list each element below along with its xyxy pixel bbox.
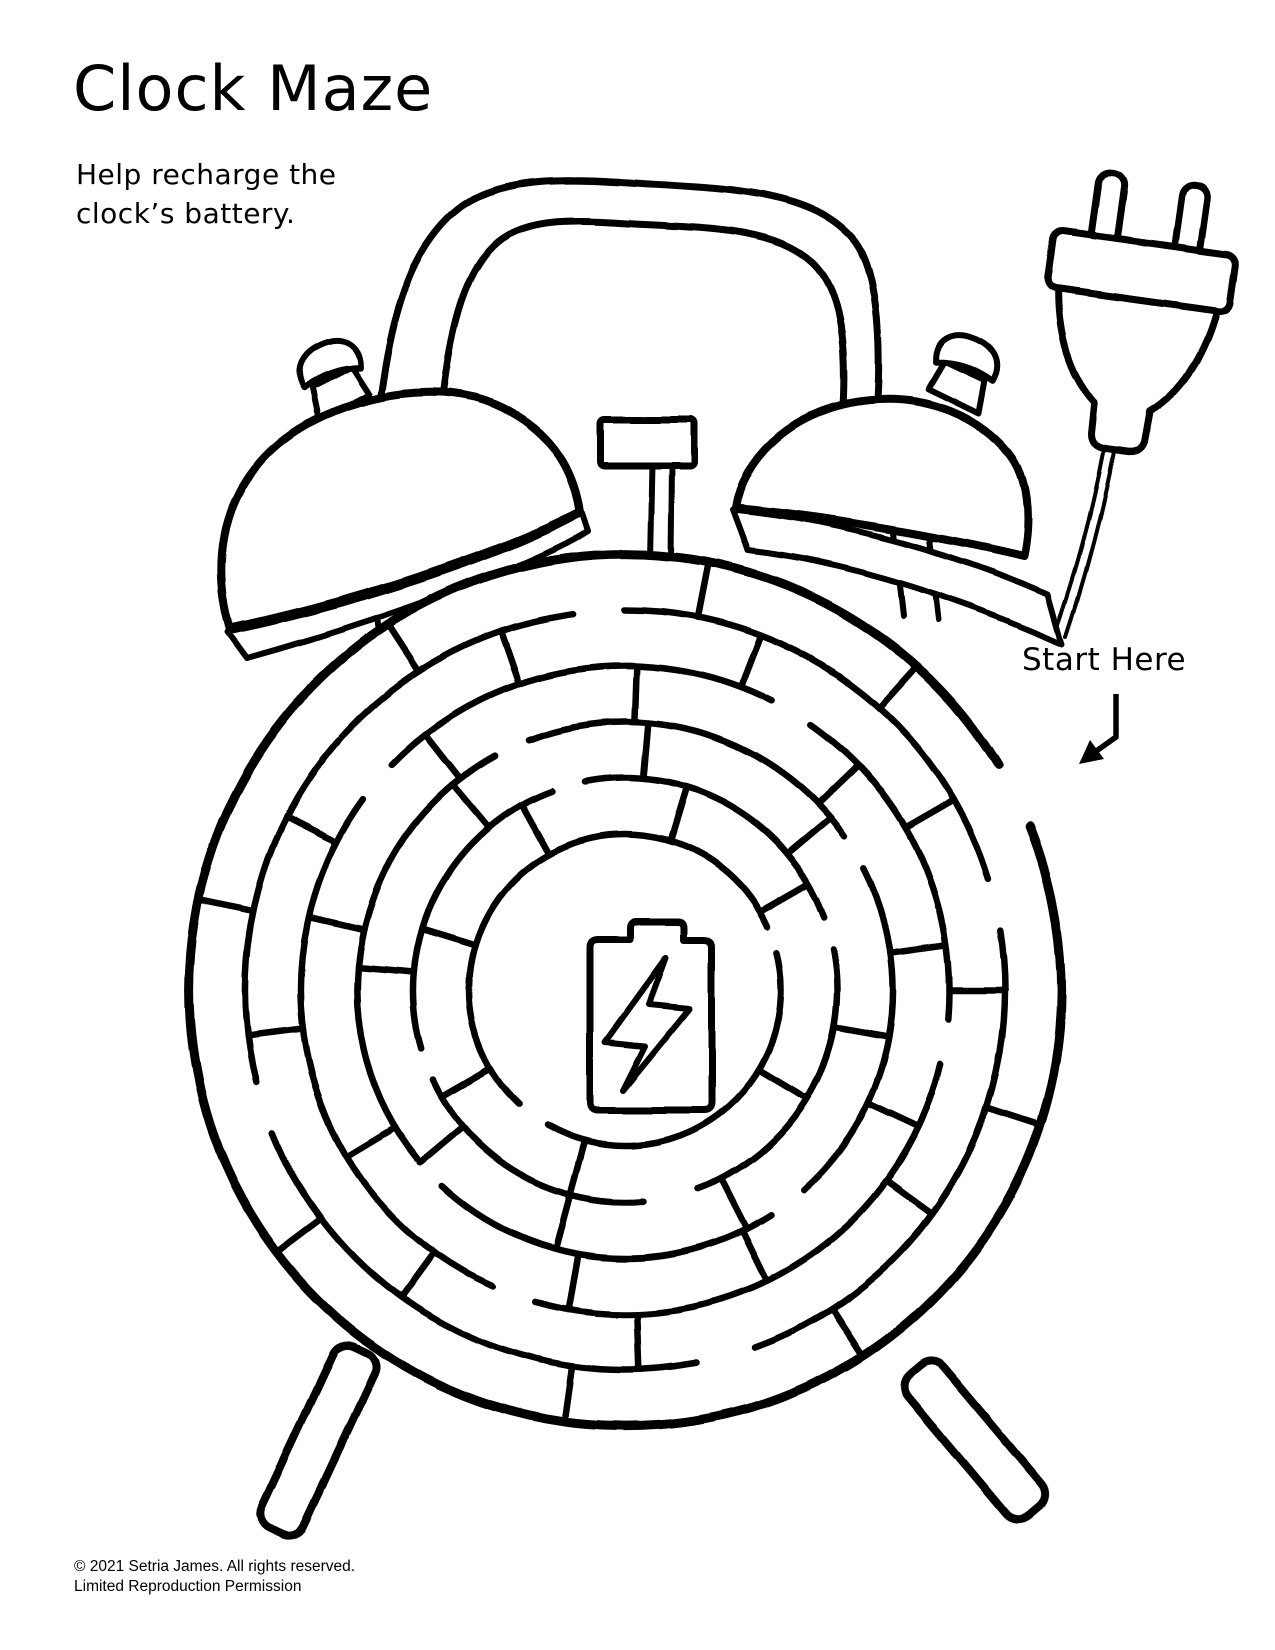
- maze-radial-wall: [828, 1305, 866, 1359]
- maze-radial-wall: [552, 1191, 574, 1253]
- page-title: Clock Maze: [73, 52, 434, 125]
- maze-ring-wall: [269, 1129, 701, 1374]
- maze-ring-wall: [581, 774, 828, 921]
- maze-radial-wall: [565, 1250, 582, 1313]
- battery-charging-icon: [586, 918, 716, 1114]
- plug-body: [1054, 285, 1221, 456]
- instructions: Help recharge the clock’s battery.: [76, 155, 337, 233]
- maze-ring-wall: [543, 949, 785, 1150]
- maze-ring-wall: [388, 662, 776, 769]
- maze-radial-wall: [283, 814, 340, 847]
- maze-ring-wall: [807, 721, 953, 1022]
- maze-radial-wall: [755, 1067, 810, 1103]
- maze-ring-wall: [409, 787, 556, 1052]
- maze-radial-wall: [883, 1177, 936, 1217]
- maze-radial-wall: [306, 913, 368, 933]
- maze-ring-wall: [438, 1182, 775, 1262]
- maze-radial-wall: [354, 963, 418, 975]
- maze-radial-wall: [244, 1026, 307, 1040]
- maze-radial-wall: [561, 1363, 576, 1426]
- bell-dome: [217, 388, 584, 632]
- maze-ring-wall: [751, 927, 1009, 1351]
- maze-radial-wall: [983, 1104, 1043, 1128]
- maze-radial-wall: [631, 662, 640, 726]
- maze-ring-wall: [241, 610, 576, 1086]
- copyright-line-1: © 2021 Setria James. All rights reserved…: [74, 1558, 356, 1575]
- maze-radial-wall: [195, 896, 257, 915]
- maze-radial-wall: [864, 1100, 922, 1131]
- maze-ring-wall: [297, 796, 497, 1290]
- maze-radial-wall: [416, 1123, 466, 1166]
- maze-radial-wall: [438, 1064, 494, 1100]
- clock-leg-left: [256, 1341, 381, 1540]
- maze-radial-wall: [384, 621, 422, 675]
- power-cord: [1054, 448, 1116, 638]
- instructions-line-1: Help recharge the: [76, 158, 337, 191]
- maze-ring-wall: [429, 1076, 647, 1206]
- bell-hammer-icon: [296, 337, 373, 424]
- instructions-line-2: clock’s battery.: [76, 197, 296, 230]
- alarm-button: [596, 416, 698, 563]
- maze-radial-wall: [518, 801, 553, 857]
- bell-hammer-icon: [924, 331, 1001, 417]
- start-arrow-icon: [1079, 694, 1119, 764]
- bell-rim: [225, 510, 591, 661]
- start-here-label: Start Here: [1022, 642, 1187, 678]
- maze-radial-wall: [830, 1023, 893, 1040]
- maze-radial-wall: [419, 924, 480, 948]
- maze-radial-wall: [784, 814, 834, 857]
- clock-handle: [374, 176, 883, 424]
- maze-radial-wall: [737, 631, 765, 691]
- maze-ring-wall: [694, 946, 841, 1193]
- maze-radial-wall: [717, 1175, 750, 1233]
- maze-ring-wall: [353, 752, 499, 1162]
- maze-ring-wall: [525, 718, 848, 840]
- maze-radial-wall: [344, 1124, 399, 1161]
- maze-radial-wall: [739, 1227, 771, 1285]
- maze-radial-wall: [633, 1310, 642, 1374]
- maze-radial-wall: [887, 941, 950, 956]
- bell-right-icon: [730, 331, 1065, 647]
- plug-icon: [1044, 169, 1239, 456]
- clock-leg-right: [900, 1357, 1050, 1524]
- maze-ring-wall: [184, 549, 1066, 1431]
- maze-radial-wall: [902, 796, 958, 832]
- maze-ring-wall: [532, 1059, 944, 1318]
- maze-radial-wall: [398, 1248, 438, 1301]
- copyright-footer: © 2021 Setria James. All rights reserved…: [74, 1557, 355, 1597]
- maze-radial-wall: [273, 1215, 325, 1256]
- maze-radial-wall: [694, 558, 712, 621]
- maze-radial-wall: [756, 880, 812, 916]
- bell-left-icon: [217, 337, 591, 661]
- maze-radial-wall: [498, 627, 523, 687]
- maze-radial-wall: [876, 662, 920, 711]
- copyright-line-2: Limited Reproduction Permission: [74, 1578, 302, 1595]
- maze-radial-wall: [566, 1137, 588, 1199]
- maze: [184, 549, 1066, 1431]
- maze-radial-wall: [667, 784, 691, 845]
- lightning-bolt-icon: [602, 955, 693, 1093]
- maze-radial-wall: [814, 761, 862, 808]
- bell-dome: [732, 395, 1032, 560]
- bell-rim: [730, 507, 1065, 647]
- maze-ring-wall: [465, 830, 771, 1108]
- maze-radial-wall: [422, 731, 464, 783]
- maze-radial-wall: [449, 781, 492, 831]
- maze-radial-wall: [640, 719, 652, 783]
